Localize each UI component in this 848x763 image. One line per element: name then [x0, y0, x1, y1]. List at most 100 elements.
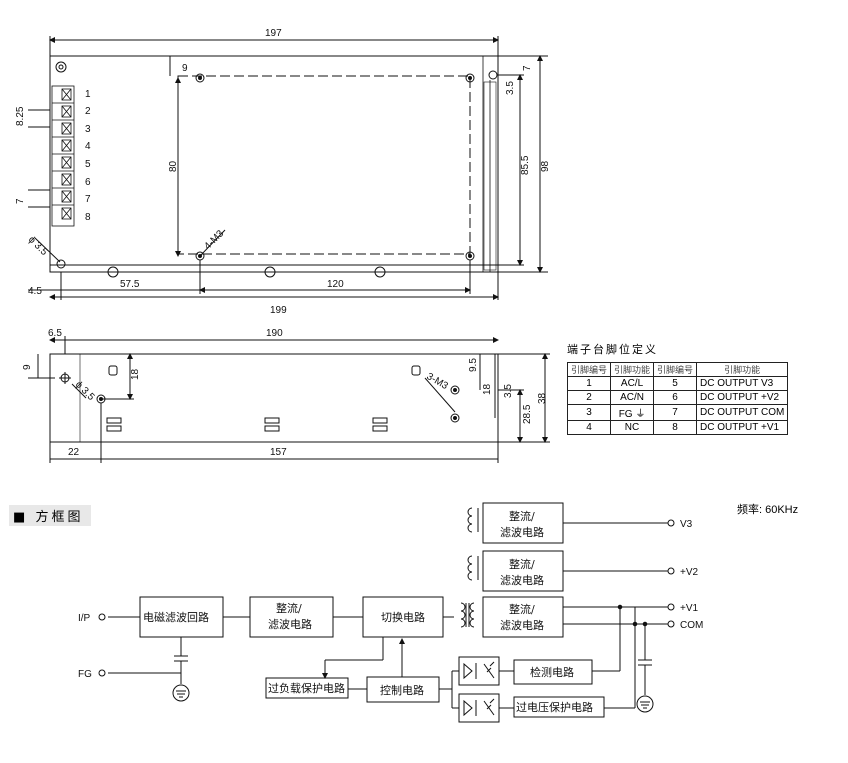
header-pin-no-1: 引脚编号 [566, 362, 612, 377]
frequency-label: 频率: 60KHz [737, 504, 799, 516]
top-view-outline [49, 55, 499, 273]
dim-8-25: 8.25 [15, 106, 26, 126]
label-switching: 切换电路 [381, 610, 425, 624]
dim-120: 120 [327, 279, 344, 290]
label-fg: FG [78, 669, 92, 680]
cell: AC/N [610, 390, 655, 405]
block-diagram-title-text: 方框图 [35, 510, 84, 525]
block-diagram [98, 502, 675, 723]
overvoltage-box [513, 696, 605, 718]
label-v1: +V1 [680, 603, 699, 614]
cell: NC [610, 420, 655, 435]
cell: 1 [566, 376, 612, 391]
terminal-2: 2 [85, 106, 91, 117]
label-rectifier-v1-2: 滤波电路 [500, 619, 544, 632]
dim-18-side: 18 [130, 368, 141, 380]
dim-85-5: 85.5 [520, 155, 531, 175]
cell: FG ⏚ [610, 404, 655, 421]
terminal-5: 5 [85, 159, 91, 170]
pin-table-header: 引脚编号 引脚功能 引脚编号 引脚功能 [566, 362, 789, 377]
table-row: 4 NC 8 DC OUTPUT +V1 [566, 420, 789, 435]
dim-9-top: 9 [182, 63, 188, 74]
cell: 3 [566, 404, 612, 421]
terminal-4: 4 [85, 141, 91, 152]
overload-box [265, 677, 349, 699]
terminal-6: 6 [85, 177, 91, 188]
label-rectifier-in-2: 滤波电路 [268, 618, 312, 631]
dim-38: 38 [537, 392, 548, 404]
dim-4-5: 4.5 [28, 286, 42, 297]
cell: 6 [653, 390, 698, 405]
dim-157: 157 [270, 447, 287, 458]
table-row: 1 AC/L 5 DC OUTPUT V3 [566, 376, 789, 391]
dim-9-5: 9.5 [468, 358, 479, 372]
header-pin-func-1: 引脚功能 [610, 362, 655, 377]
cell: DC OUTPUT COM [696, 404, 789, 421]
table-row: 3 FG ⏚ 7 DC OUTPUT COM [566, 404, 789, 421]
dim-98: 98 [540, 160, 551, 172]
cell: 2 [566, 390, 612, 405]
terminal-3: 3 [85, 124, 91, 135]
terminal-1: 1 [85, 89, 91, 100]
dim-3-5-side: 3.5 [503, 384, 514, 398]
top-view [28, 36, 548, 300]
dim-6-5: 6.5 [48, 328, 62, 339]
pin-table-title: 端子台脚位定义 [567, 343, 658, 356]
label-detection: 检测电路 [530, 665, 574, 679]
cell: DC OUTPUT +V1 [696, 420, 789, 435]
label-com: COM [680, 620, 703, 631]
dim-80: 80 [168, 160, 179, 172]
optocoupler-1 [458, 656, 500, 686]
dim-22: 22 [68, 447, 80, 458]
hole-label-3-m3: 3-M3 [425, 371, 451, 392]
cell: DC OUTPUT +V2 [696, 390, 789, 405]
label-rectifier-in-1: 整流/ [276, 601, 302, 615]
label-control: 控制电路 [380, 683, 424, 697]
block-diagram-title: ■ 方框图 [9, 505, 92, 526]
dim-57-5: 57.5 [120, 279, 140, 290]
square-bullet-icon: ■ [13, 510, 29, 525]
label-v2: +V2 [680, 567, 699, 578]
label-overload: 过负载保护电路 [268, 681, 345, 695]
label-rectifier-v1-1: 整流/ [509, 602, 535, 616]
label-rectifier-v2-1: 整流/ [509, 557, 535, 571]
dim-199: 199 [270, 305, 287, 316]
top-view-labels: 197 199 120 57.5 4.5 9 80 8.25 7 3.5 7 8… [15, 28, 551, 316]
terminal-8: 8 [85, 212, 91, 223]
cell: 5 [653, 376, 698, 391]
label-rectifier-v3-1: 整流/ [509, 509, 535, 523]
dim-9-side: 9 [22, 364, 33, 370]
label-ip: I/P [78, 613, 91, 624]
label-v3: V3 [680, 519, 693, 530]
dim-3-5-top: 3.5 [505, 81, 516, 95]
cell: 8 [653, 420, 698, 435]
label-overvoltage: 过电压保护电路 [516, 700, 593, 714]
side-view-outline [49, 353, 499, 443]
cell: 7 [653, 404, 698, 421]
diameter-label-side: ϕ 3.5 [73, 379, 97, 403]
block-diagram-labels: I/P FG 电磁滤波回路 整流/ 滤波电路 切换电路 整流/ 滤波电路 整流/… [78, 509, 703, 714]
cell: DC OUTPUT V3 [696, 376, 789, 391]
dim-7-right: 7 [522, 65, 533, 71]
header-pin-func-2: 引脚功能 [696, 362, 789, 377]
terminal-7: 7 [85, 194, 91, 205]
dim-7-left: 7 [15, 198, 26, 204]
terminal-block [51, 85, 75, 227]
dim-18-right: 18 [482, 383, 493, 395]
optocoupler-2 [458, 693, 500, 723]
header-pin-no-2: 引脚编号 [653, 362, 698, 377]
label-emi-filter: 电磁滤波回路 [143, 611, 209, 624]
label-rectifier-v2-2: 滤波电路 [500, 574, 544, 587]
cell: AC/L [610, 376, 655, 391]
table-row: 2 AC/N 6 DC OUTPUT +V2 [566, 390, 789, 405]
rectifier-v1-box [482, 596, 564, 638]
cell: 4 [566, 420, 612, 435]
diameter-label: ϕ 3.5 [26, 234, 50, 258]
side-view [28, 336, 550, 463]
label-rectifier-v3-2: 滤波电路 [500, 526, 544, 539]
dim-190: 190 [266, 328, 283, 339]
dim-28-5: 28.5 [522, 404, 533, 424]
detection-box [513, 659, 593, 685]
pin-definition-table: 引脚编号 引脚功能 引脚编号 引脚功能 1 AC/L 5 DC OUTPUT V… [566, 362, 789, 435]
